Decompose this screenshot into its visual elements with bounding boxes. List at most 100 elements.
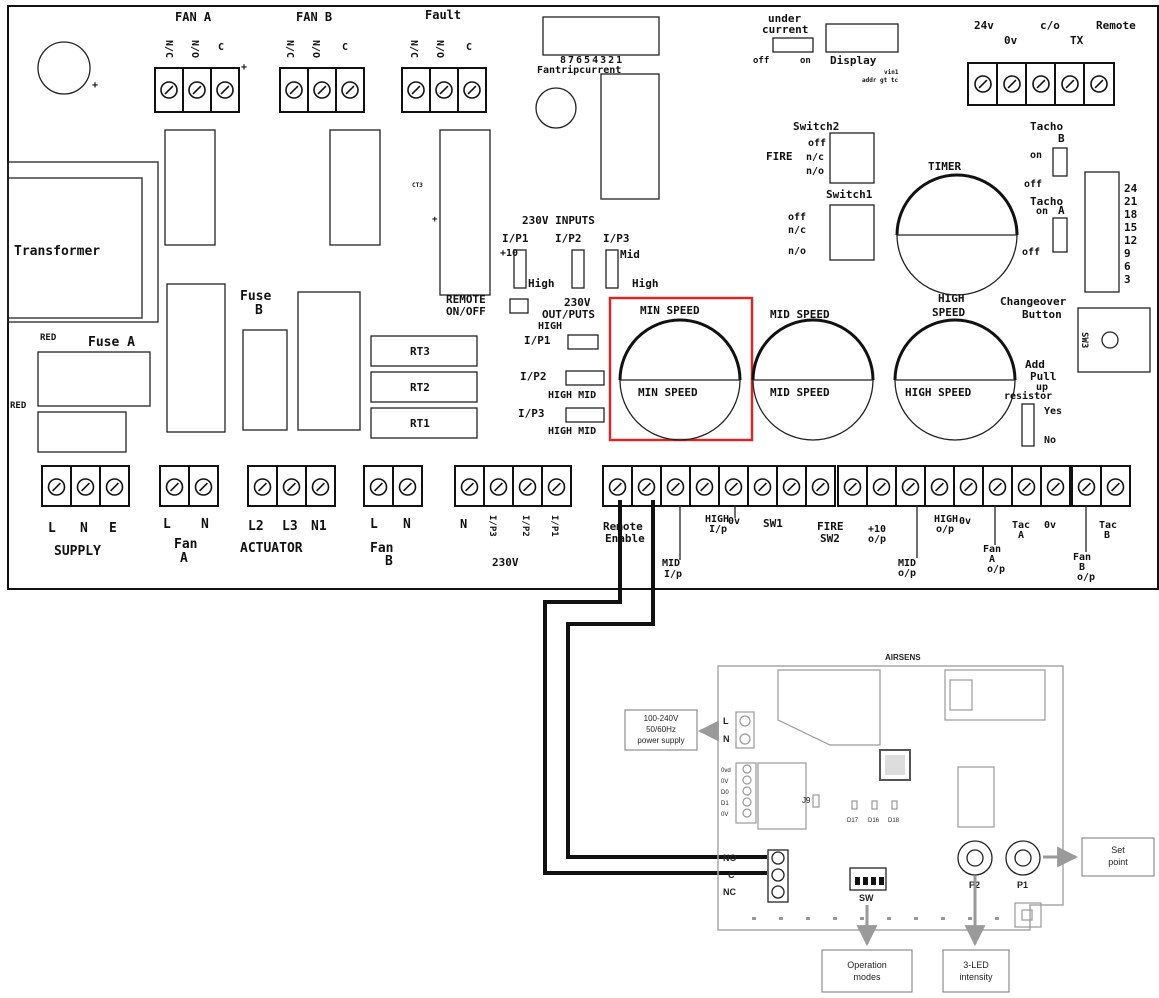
relay-component-fan-trip — [600, 73, 660, 200]
airsens-p1-pot — [1005, 840, 1041, 876]
svg-text:I/P1: I/P1 — [502, 232, 529, 245]
svg-text:N/C: N/C — [408, 40, 419, 58]
svg-text:on: on — [800, 56, 811, 66]
svg-text:N/O: N/O — [434, 40, 445, 58]
timer-value: 21 — [1124, 195, 1138, 208]
svg-text:B: B — [1079, 562, 1085, 573]
outputs-title: 230V — [564, 296, 591, 309]
terminal-screw — [930, 478, 949, 496]
svg-text:C: C — [342, 42, 348, 53]
fan-b-relay-body — [329, 129, 381, 246]
board-pad — [833, 917, 837, 920]
timer-value: 6 — [1124, 260, 1131, 273]
display-label: Display — [830, 54, 877, 67]
svg-text:Yes: Yes — [1044, 406, 1062, 417]
dip-numbers: 87654321 — [560, 55, 624, 66]
fan-b-screw — [313, 81, 331, 99]
svg-text:I/P1: I/P1 — [549, 515, 559, 537]
svg-text:I/P3: I/P3 — [518, 407, 545, 420]
wire-enable-to-no — [566, 500, 767, 859]
svg-text:MID: MID — [898, 558, 916, 569]
svg-text:Fan: Fan — [174, 537, 197, 552]
svg-text:Fan: Fan — [1073, 552, 1091, 563]
svg-text:SUPPLY: SUPPLY — [54, 544, 101, 559]
svg-text:L: L — [723, 716, 729, 726]
svg-text:c/o: c/o — [1040, 19, 1060, 32]
remote-screw — [974, 75, 992, 93]
board-pad — [779, 917, 783, 920]
io-pin-label: 0V — [721, 812, 728, 818]
board-pad — [995, 917, 999, 920]
svg-text:HIGH: HIGH — [705, 514, 729, 525]
red-label-1: RED — [40, 333, 57, 343]
svg-text:NC: NC — [723, 887, 736, 897]
terminal-screw — [753, 478, 772, 496]
fan-b-screw — [341, 81, 359, 99]
terminal-screw — [369, 478, 388, 496]
svg-text:24v: 24v — [974, 19, 994, 32]
min-speed-pot: MIN SPEED MIN SPEED — [608, 296, 754, 442]
timer-pot: TIMER — [895, 160, 1019, 296]
io-pin-screw — [742, 764, 752, 774]
fan-b-terminal-block — [363, 465, 423, 507]
fan-a-relay-terminal: FAN A N/C N/O C + — [154, 10, 247, 113]
svg-text:HIGH: HIGH — [538, 321, 562, 332]
board-pad — [806, 917, 810, 920]
terminal-screw — [724, 478, 743, 496]
svg-text:N1: N1 — [311, 519, 327, 534]
svg-text:HIGH MID: HIGH MID — [548, 426, 596, 437]
terminal-screw — [47, 478, 66, 496]
fan-a-screw — [188, 81, 206, 99]
terminal-screw — [460, 478, 479, 496]
terminal-screw — [282, 478, 301, 496]
svg-text:off: off — [753, 56, 769, 66]
tacho-a-label: Tacho — [1030, 195, 1063, 208]
svg-text:RT1: RT1 — [410, 417, 430, 430]
changeover-label: Changeover — [1000, 295, 1067, 308]
terminal-screw — [253, 478, 272, 496]
svg-text:HIGH SPEED: HIGH SPEED — [905, 386, 972, 399]
svg-text:NO: NO — [723, 853, 737, 863]
transformer-label: Transformer — [14, 244, 100, 259]
230v-n-terminal-block — [454, 465, 514, 507]
svg-text:I/p: I/p — [709, 524, 727, 535]
svg-text:Tac: Tac — [1012, 520, 1030, 531]
input-ip1-jumper — [513, 249, 527, 289]
svg-text:C: C — [466, 42, 472, 53]
switch1-label: Switch1 — [826, 188, 873, 201]
terminal-screw — [547, 478, 566, 496]
svg-text:N/O: N/O — [310, 40, 321, 58]
terminal-screw — [311, 478, 330, 496]
control-terminal-block-b — [837, 465, 1071, 507]
svg-text:o/p: o/p — [898, 568, 916, 579]
remote-terminal-block: 24v 0v c/o Remote TX — [967, 19, 1136, 106]
svg-text:B: B — [1104, 530, 1110, 541]
potentiometer-component — [535, 87, 577, 129]
io-pin-label: 0vd — [721, 768, 731, 774]
timer-value: 15 — [1124, 221, 1137, 234]
remote-onoff-jumper — [509, 298, 529, 314]
actuator-terminal-labels: L2 L3 N1 ACTUATOR — [240, 519, 327, 556]
svg-text:off: off — [808, 138, 826, 149]
timer-value: 24 — [1124, 182, 1138, 195]
inputs-title: 230V INPUTS — [522, 214, 595, 227]
svg-text:0v: 0v — [1004, 34, 1018, 47]
svg-text:addr gt tc: addr gt tc — [862, 77, 899, 84]
svg-text:B: B — [1058, 132, 1065, 145]
under-current-switch — [772, 37, 814, 53]
fuse-b-label: Fuse — [240, 289, 271, 304]
board-pad — [968, 917, 972, 920]
svg-text:Remote: Remote — [1096, 19, 1136, 32]
fault-screw — [463, 81, 481, 99]
input-ip2-jumper — [571, 249, 585, 289]
terminal-screw — [637, 478, 656, 496]
svg-text:n/c: n/c — [788, 225, 806, 236]
switch2-body — [829, 132, 875, 184]
ct3-label: CT3 — [412, 182, 423, 189]
actuator-terminal-block — [247, 465, 336, 507]
fan-a-capacitor — [166, 283, 226, 433]
svg-text:off: off — [1022, 247, 1040, 258]
